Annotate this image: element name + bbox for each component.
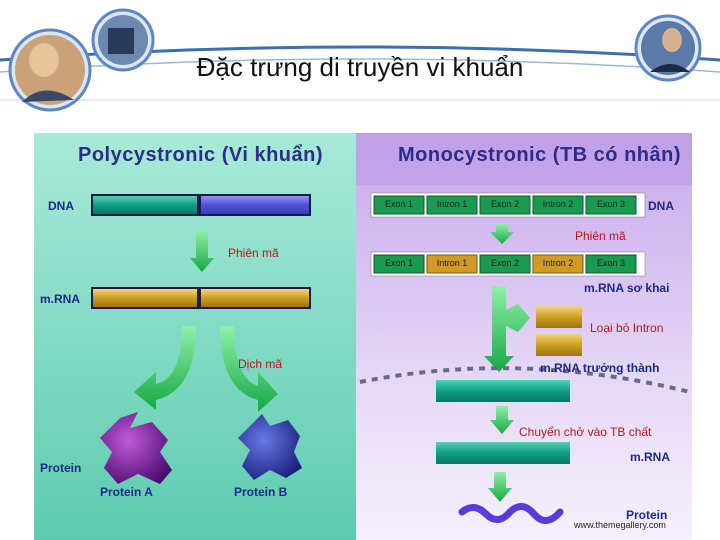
cytoplasm-mrna-bar <box>436 442 570 464</box>
pre-mrna-segment-intron-2: Intron 2 <box>542 258 574 268</box>
right-dna-bar <box>370 192 646 218</box>
removed-intron-1 <box>536 306 582 328</box>
photo-circle-center <box>91 8 155 72</box>
left-mrna-label: m.RNA <box>40 292 81 306</box>
right-protein-shape <box>458 503 564 524</box>
pre-mrna-segment-exon-1: Exon 1 <box>384 258 414 268</box>
left-protein-label: Protein <box>40 461 82 475</box>
mature-mrna-label: m.RNA trưởng thành <box>540 361 660 375</box>
right-transport-arrow <box>490 406 514 434</box>
dna-segment-intron-1: Intron 1 <box>436 199 468 209</box>
pre-mrna-segment-exon-3: Exon 3 <box>596 258 626 268</box>
removed-intron-2 <box>536 334 582 356</box>
dna-segment-exon-3: Exon 3 <box>596 199 626 209</box>
transport-label: Chuyển chở vào TB chất <box>519 425 652 439</box>
mature-mrna-bar <box>436 380 570 402</box>
protein-b-shape <box>238 414 302 480</box>
dna-segment-intron-2: Intron 2 <box>542 199 574 209</box>
left-translation-arrow-b <box>220 326 278 412</box>
left-translation-label: Dịch mã <box>238 357 283 371</box>
protein-b-label: Protein B <box>234 485 288 499</box>
pre-mrna-segment-exon-2: Exon 2 <box>490 258 520 268</box>
right-dna-label: DNA <box>648 199 674 213</box>
left-heading: Polycystronic (Vi khuẩn) <box>78 144 324 166</box>
left-dna-bar <box>91 194 311 216</box>
pre-mrna-label: m.RNA sơ khai <box>584 281 670 295</box>
right-pre-mrna-bar <box>370 251 646 277</box>
protein-a-label: Protein A <box>100 485 153 499</box>
slide-title: Đặc trưng di truyền vi khuẩn <box>196 52 524 82</box>
right-heading: Monocystronic (TB có nhân) <box>398 144 681 166</box>
right-transcription-arrow <box>490 224 514 244</box>
dna-segment-exon-2: Exon 2 <box>490 199 520 209</box>
footer-url: www.themegallery.com <box>574 520 666 530</box>
protein-a-shape <box>100 412 172 484</box>
right-panel-header <box>356 133 692 185</box>
photo-circle-right <box>634 14 702 82</box>
left-transcription-arrow <box>190 230 214 272</box>
pre-mrna-segment-intron-1: Intron 1 <box>436 258 468 268</box>
remove-intron-label: Loại bỏ Intron <box>590 321 664 335</box>
left-transcription-label: Phiên mã <box>228 246 279 260</box>
right-splicing-arrow <box>484 286 530 372</box>
right-transcription-label: Phiên mã <box>575 229 626 243</box>
left-mrna-bar <box>91 287 311 309</box>
right-translation-arrow <box>488 472 512 502</box>
left-dna-label: DNA <box>48 199 74 213</box>
photo-circle-left <box>8 28 92 112</box>
right-protein-label: Protein <box>626 508 668 522</box>
right-mrna-label: m.RNA <box>630 450 671 464</box>
dna-segment-exon-1: Exon 1 <box>384 199 414 209</box>
left-translation-arrow-a <box>134 326 196 410</box>
